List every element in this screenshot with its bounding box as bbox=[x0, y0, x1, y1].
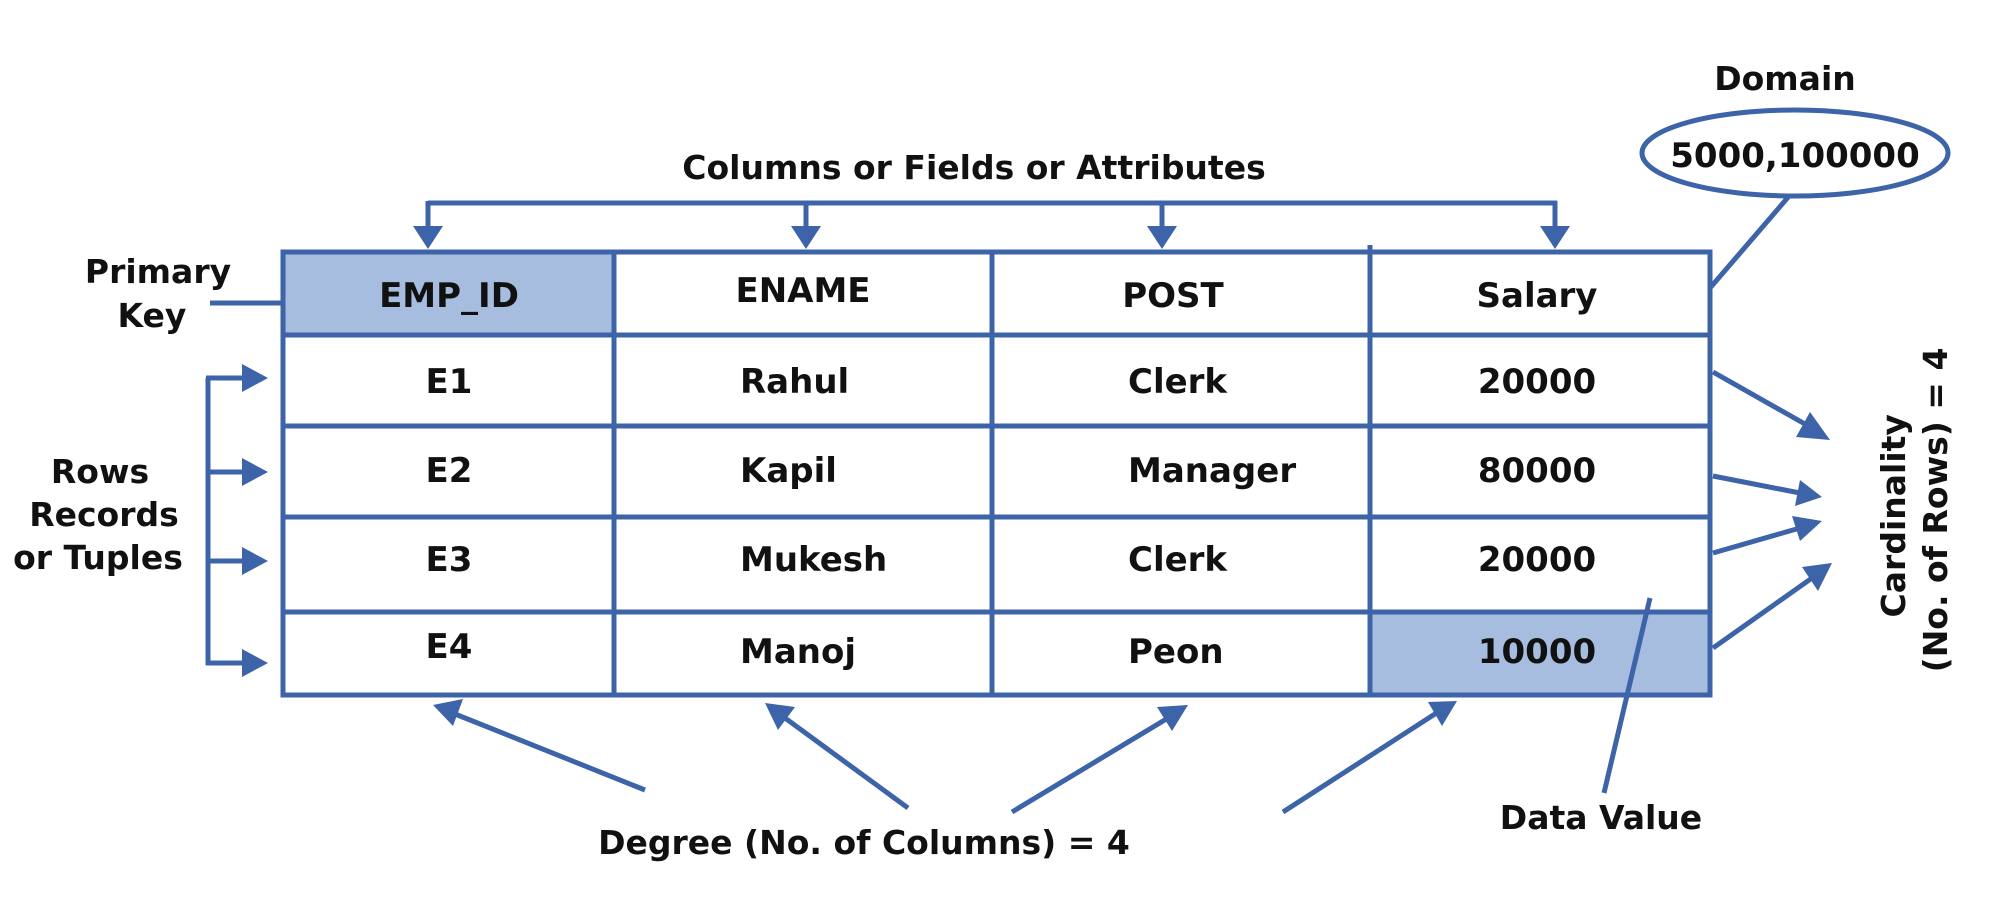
rows-label-line3: or Tuples bbox=[13, 538, 183, 577]
cell-r2-salary: 80000 bbox=[1478, 451, 1596, 491]
column-arrow-head-4 bbox=[1540, 226, 1570, 249]
cell-r1-ename: Rahul bbox=[740, 362, 849, 402]
degree-arrow-head-1 bbox=[433, 699, 463, 726]
cell-r3-post: Clerk bbox=[1128, 540, 1228, 580]
degree-arrow-head-3 bbox=[1157, 705, 1188, 731]
cell-r1-emp-id: E1 bbox=[426, 362, 473, 402]
cell-r3-emp-id: E3 bbox=[426, 540, 473, 580]
table-grid bbox=[280, 245, 1713, 698]
degree-arrows bbox=[449, 709, 1440, 815]
primary-key-label-line2: Key bbox=[118, 296, 187, 335]
column-arrow-head-3 bbox=[1147, 226, 1177, 249]
row-arrow-head-1 bbox=[242, 364, 268, 392]
primary-key-highlight bbox=[283, 252, 614, 335]
cell-r2-emp-id: E2 bbox=[426, 451, 473, 491]
cell-r3-ename: Mukesh bbox=[740, 540, 887, 580]
columns-caption: Columns or Fields or Attributes bbox=[682, 148, 1265, 187]
degree-arrow-head-4 bbox=[1428, 701, 1457, 726]
cell-r4-emp-id: E4 bbox=[426, 627, 473, 667]
header-ename: ENAME bbox=[735, 271, 870, 311]
data-value-highlight bbox=[1370, 612, 1710, 695]
cardinality-arrow-head-1 bbox=[1796, 412, 1830, 440]
cardinality-arrow-head-3 bbox=[1792, 516, 1822, 541]
domain-title: Domain bbox=[1714, 59, 1856, 98]
cell-r2-ename: Kapil bbox=[740, 451, 837, 491]
domain-ellipse bbox=[1639, 107, 1951, 199]
cell-r4-post: Peon bbox=[1128, 632, 1224, 672]
cell-r4-salary: 10000 bbox=[1478, 632, 1596, 672]
cardinality-arrow-head-2 bbox=[1795, 480, 1822, 506]
rows-label-line2: Records bbox=[29, 495, 179, 534]
degree-label: Degree (No. of Columns) = 4 bbox=[598, 823, 1130, 862]
cell-r1-salary: 20000 bbox=[1478, 362, 1596, 402]
cell-r2-post: Manager bbox=[1128, 451, 1296, 491]
domain-value: 5000,100000 bbox=[1670, 136, 1920, 176]
cardinality-arrow-head-4 bbox=[1802, 563, 1832, 591]
row-arrow-head-3 bbox=[242, 547, 268, 575]
rows-bracket bbox=[205, 375, 244, 666]
cardinality-label: Cardinality (No. of Rows) = 4 bbox=[1874, 348, 1955, 673]
header-salary: Salary bbox=[1477, 276, 1598, 316]
cell-r4-ename: Manoj bbox=[740, 632, 856, 672]
column-arrow-head-2 bbox=[791, 226, 821, 249]
cell-r1-post: Clerk bbox=[1128, 362, 1228, 402]
data-value-label: Data Value bbox=[1500, 798, 1702, 837]
header-emp-id: EMP_ID bbox=[379, 276, 519, 316]
column-arrow-head-1 bbox=[413, 226, 443, 249]
domain-connector bbox=[1708, 193, 1792, 290]
header-post: POST bbox=[1122, 276, 1224, 316]
row-arrow-head-4 bbox=[242, 649, 268, 677]
columns-bracket bbox=[425, 200, 1558, 228]
data-value-pointer bbox=[1601, 597, 1653, 794]
cardinality-label-line2: (No. of Rows) = 4 bbox=[1916, 348, 1955, 673]
row-arrow-head-2 bbox=[242, 458, 268, 486]
cell-r3-salary: 20000 bbox=[1478, 540, 1596, 580]
cardinality-label-line1: Cardinality bbox=[1874, 414, 1913, 617]
rows-label-line1: Rows bbox=[51, 452, 149, 491]
degree-arrow-head-2 bbox=[765, 703, 795, 730]
cardinality-arrows bbox=[1711, 369, 1814, 651]
primary-key-label-line1: Primary bbox=[85, 252, 231, 291]
